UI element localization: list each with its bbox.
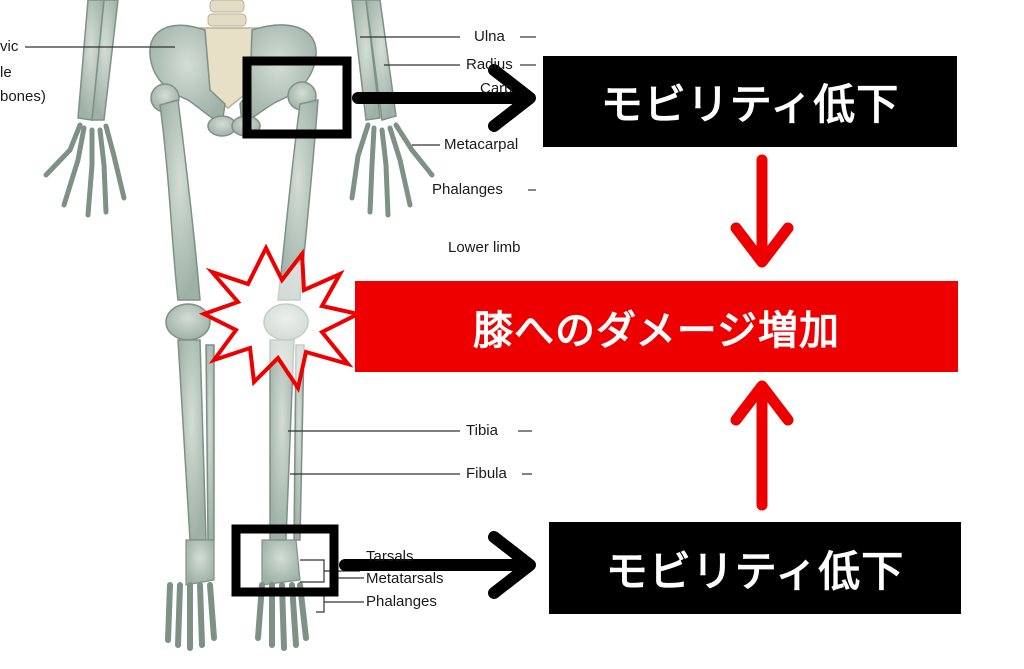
pelvic-bones-label: bones)	[0, 88, 46, 105]
lower-limb-label: Lower limb	[448, 239, 521, 256]
tarsals-label: Tarsals	[366, 548, 414, 565]
hands	[43, 122, 435, 218]
clavicle-label-2: le	[0, 64, 12, 81]
ankle-arrow	[339, 531, 536, 599]
hip-arrow	[352, 64, 536, 132]
arms	[77, 0, 397, 121]
knee-damage-callout: 膝へのダメージ増加	[355, 281, 958, 372]
carpals-label: Carp	[480, 80, 513, 97]
ankle-mobility-callout: モビリティ低下	[549, 522, 961, 614]
radius-label: Radius	[466, 56, 513, 73]
femurs	[150, 81, 319, 301]
ankle-highlight-frame	[231, 524, 339, 597]
ulna-label: Ulna	[474, 28, 505, 45]
red-arrow-up	[730, 380, 794, 511]
hip-mobility-callout: モビリティ低下	[543, 56, 957, 147]
tibia-label: Tibia	[466, 422, 498, 439]
red-arrow-down	[730, 154, 794, 268]
phalanges-lower-label: Phalanges	[366, 593, 437, 610]
phalanges-upper-label: Phalanges	[432, 181, 503, 198]
fibula-label: Fibula	[466, 465, 507, 482]
spine	[207, 0, 247, 27]
hip-highlight-frame	[242, 56, 352, 139]
feet	[165, 539, 309, 651]
knee-impact-burst	[198, 243, 364, 394]
clavicle-label: vic	[0, 38, 19, 55]
lower-leg-bones	[177, 339, 305, 541]
metatarsals-label: Metatarsals	[366, 570, 444, 587]
metacarpals-label: Metacarpal	[444, 136, 519, 153]
